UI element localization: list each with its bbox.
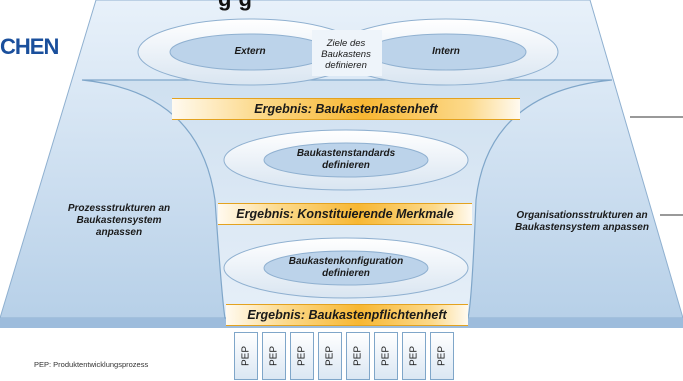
organisation-line-1: Organisationsstrukturen an: [516, 210, 648, 221]
pep-box: PEP: [318, 332, 342, 380]
pep-label: PEP: [380, 345, 392, 367]
logo-fragment: CHEN: [0, 34, 59, 59]
pep-label: PEP: [436, 345, 448, 367]
configuration-line-1: Baukastenkonfiguration: [288, 256, 404, 267]
pep-label: PEP: [408, 345, 420, 367]
process-line-3: anpassen: [95, 227, 143, 238]
funnel-area: [81, 79, 613, 319]
pep-label: PEP: [268, 345, 280, 367]
pep-box: PEP: [234, 332, 258, 380]
intern-label: Intern: [432, 46, 460, 57]
goals-line-2: Baukastens: [321, 49, 371, 60]
extern-label: Extern: [234, 46, 266, 57]
standards-label: Baukastenstandards definieren: [276, 148, 416, 172]
goals-line-1: Ziele des: [326, 38, 366, 49]
pep-box: PEP: [290, 332, 314, 380]
pep-box: PEP: [402, 332, 426, 380]
pep-box: PEP: [374, 332, 398, 380]
organisation-line-2: Baukastensystem anpassen: [515, 222, 649, 233]
goals-text: Ziele des Baukastens definieren: [318, 38, 374, 71]
pep-label: PEP: [240, 345, 252, 367]
process-structures-label: Prozessstrukturen an Baukastensystem anp…: [54, 203, 184, 239]
standards-line-2: definieren: [322, 160, 370, 171]
pep-label: PEP: [352, 345, 364, 367]
process-line-2: Baukastensystem: [76, 215, 162, 226]
configuration-label: Baukastenkonfiguration definieren: [276, 256, 416, 280]
result-bar-features: Ergebnis: Konstituierende Merkmale: [218, 203, 472, 225]
configuration-ring-hole: [263, 250, 429, 286]
result-bar-specification: Ergebnis: Baukastenlastenheft: [172, 98, 520, 120]
footnote: PEP: Produktentwicklungsprozess: [34, 360, 149, 369]
goals-line-3: definieren: [325, 60, 367, 71]
organisation-structures-label: Organisationsstrukturen an Baukastensyst…: [498, 210, 666, 234]
result-bar-requirements: Ergebnis: Baukastenpflichtenheft: [226, 304, 468, 326]
pep-label: PEP: [324, 345, 336, 367]
configuration-line-2: definieren: [322, 268, 370, 279]
center-cover: [312, 30, 382, 76]
pep-label: PEP: [296, 345, 308, 367]
process-line-1: Prozessstrukturen an: [67, 203, 171, 214]
standards-line-1: Baukastenstandards: [296, 148, 396, 159]
standards-ring-hole: [263, 142, 429, 178]
pep-box: PEP: [430, 332, 454, 380]
page-title-fragment: g g: [218, 0, 253, 12]
pep-box: PEP: [346, 332, 370, 380]
pep-box: PEP: [262, 332, 286, 380]
